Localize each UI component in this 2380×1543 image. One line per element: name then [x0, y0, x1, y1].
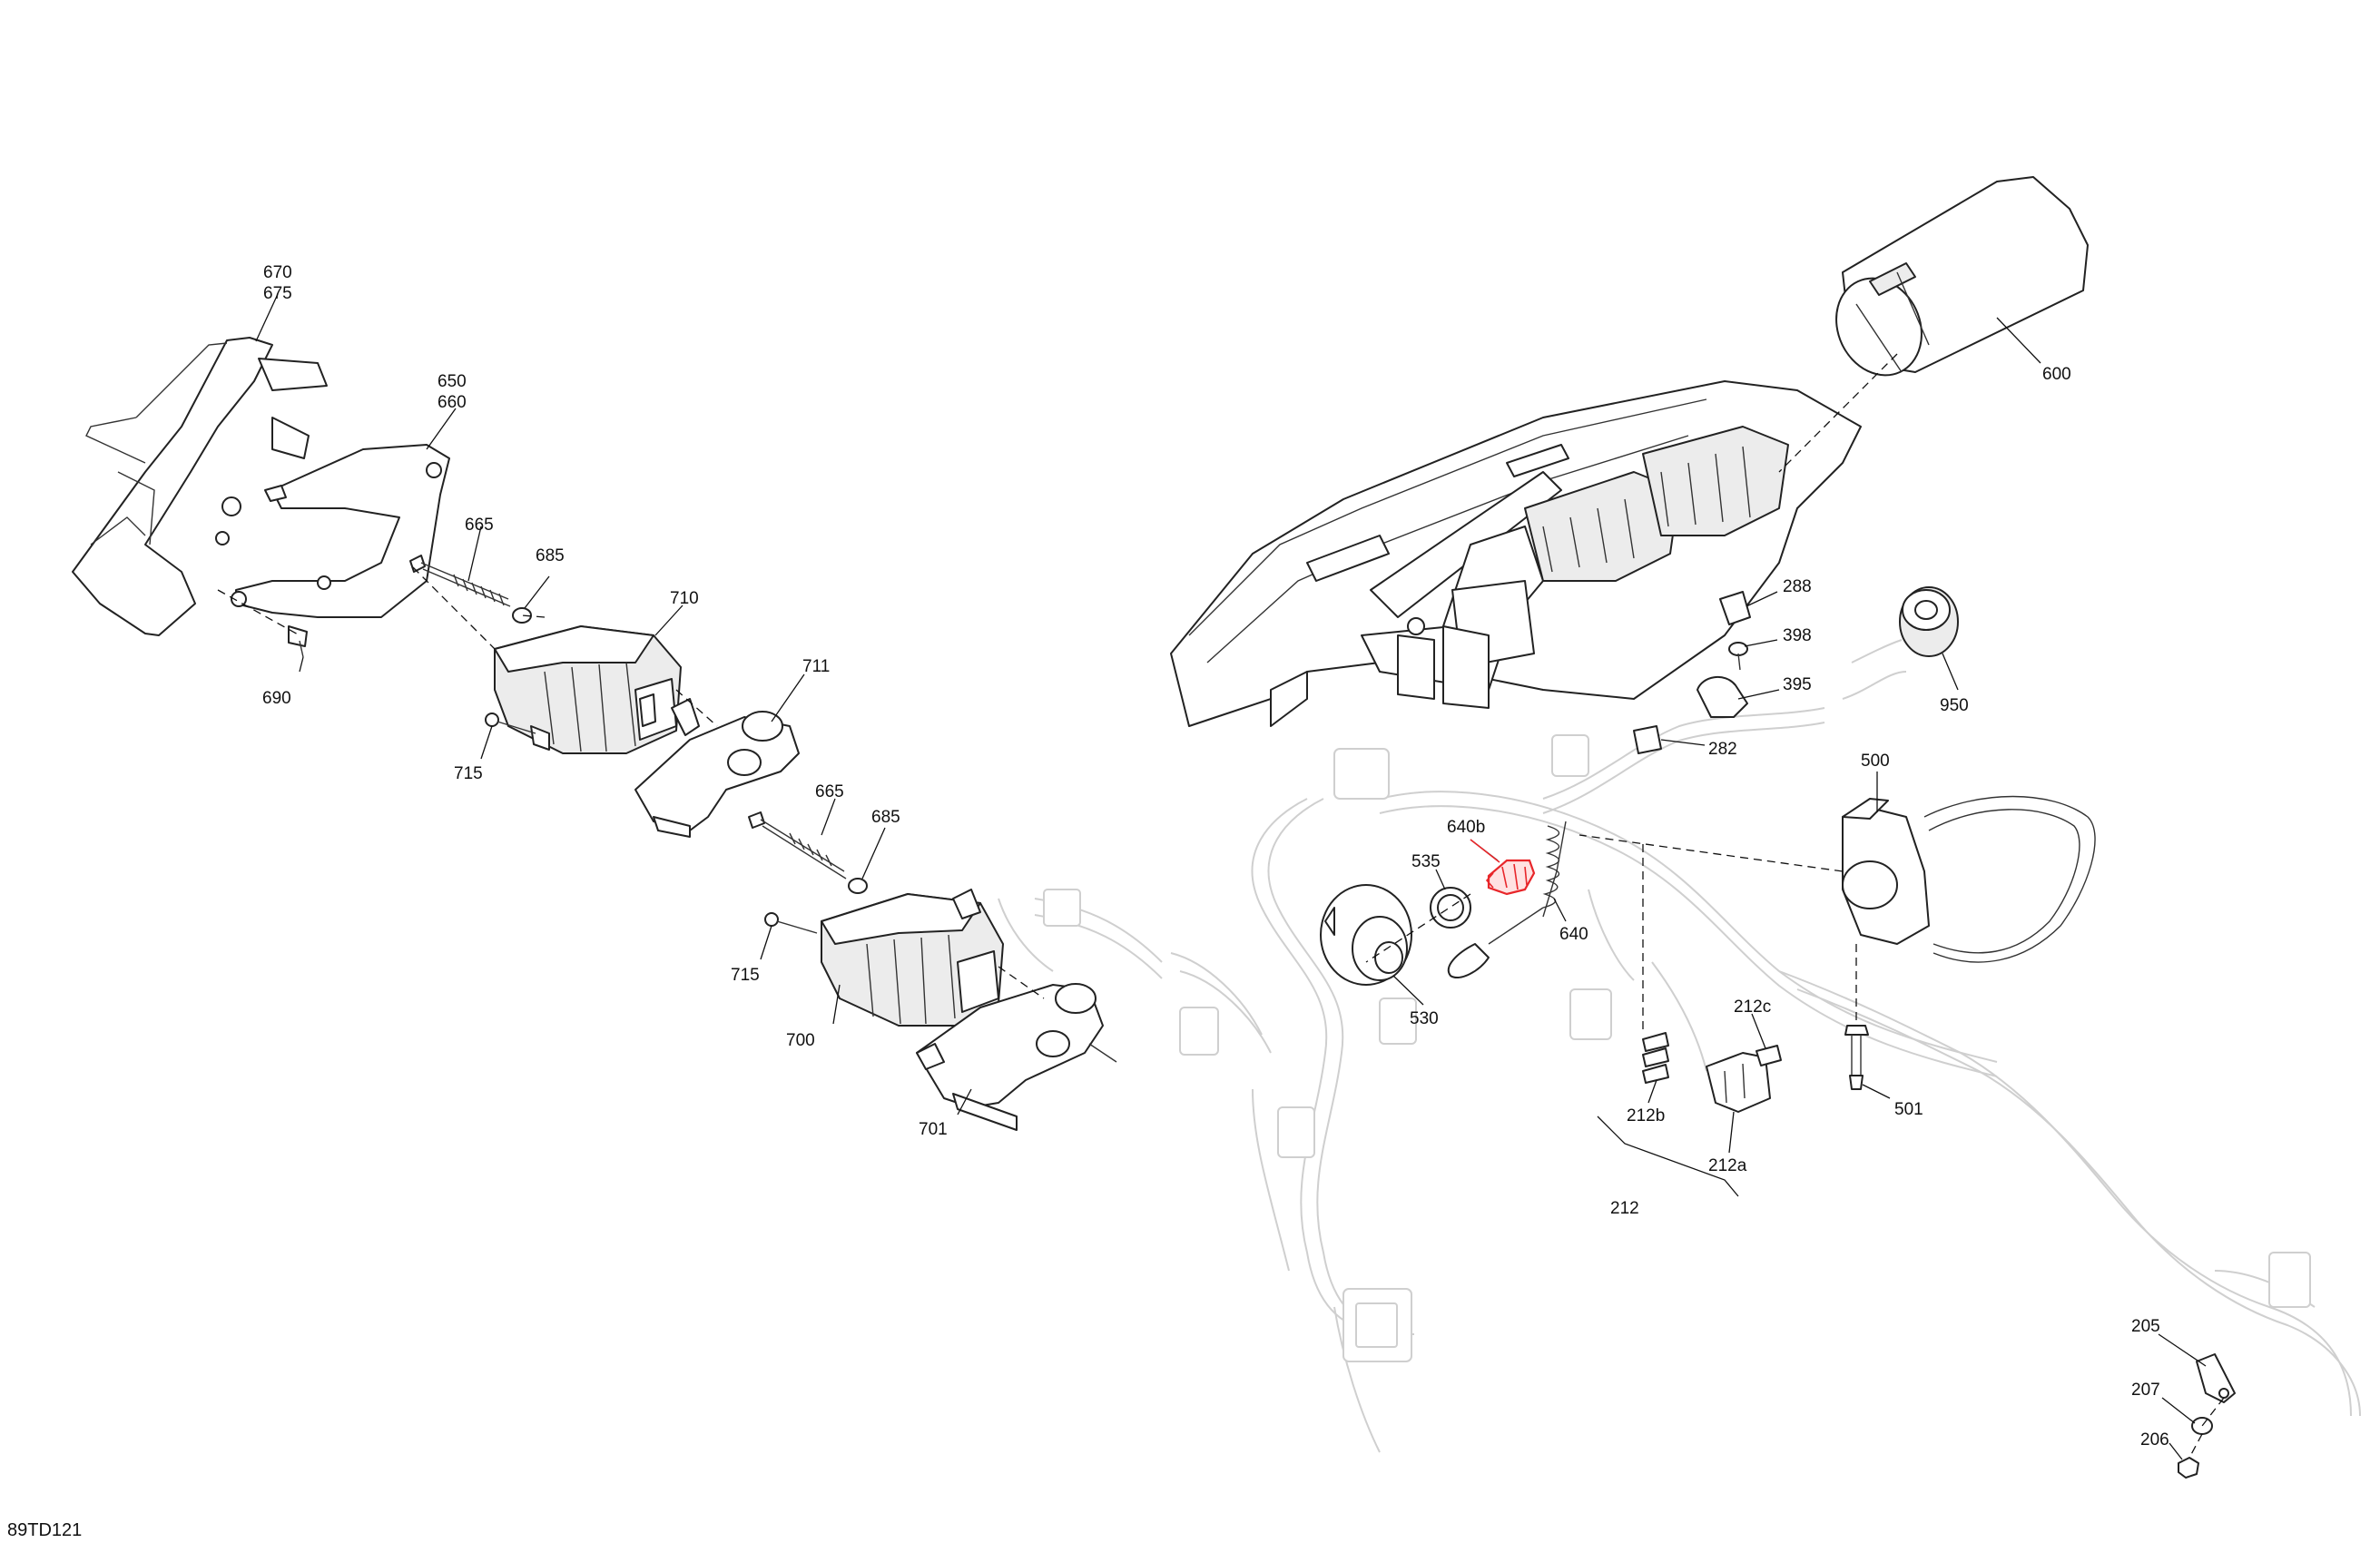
label-395: 395 [1783, 675, 1812, 694]
diagram-reference-code: 89TD121 [7, 1520, 82, 1540]
part-685-washer-upper [512, 607, 532, 624]
label-715-lower: 715 [731, 966, 760, 985]
label-685-lower: 685 [871, 808, 900, 827]
label-650: 650 [438, 372, 467, 391]
label-665-upper: 665 [465, 516, 494, 535]
label-212a: 212a [1708, 1156, 1747, 1175]
part-665-bolt-lower [748, 811, 847, 880]
part-701-holder [916, 983, 1117, 1131]
label-710: 710 [670, 589, 699, 608]
label-530: 530 [1410, 1009, 1439, 1028]
part-395-clamp [1696, 676, 1748, 718]
part-640-tether [1448, 821, 1567, 978]
label-701: 701 [919, 1120, 948, 1139]
label-665-lower: 665 [815, 782, 844, 801]
wiring-harness-ghost [998, 671, 2361, 1453]
part-212a-housing [1706, 1052, 1771, 1113]
label-206: 206 [2140, 1430, 2169, 1450]
label-700: 700 [786, 1031, 815, 1050]
label-660: 660 [438, 393, 467, 412]
part-212b-terminals [1642, 1032, 1669, 1084]
part-640b-key [1485, 859, 1536, 896]
label-640: 640 [1559, 925, 1588, 944]
label-640b: 640b [1447, 818, 1485, 837]
part-206-nut [2178, 1457, 2199, 1479]
part-398-screw [1728, 642, 1748, 671]
part-670-cover [72, 337, 328, 636]
part-501-screw [1844, 1025, 1869, 1090]
part-950-socket [1851, 586, 1959, 663]
label-501: 501 [1894, 1100, 1923, 1119]
label-535: 535 [1411, 852, 1441, 871]
part-530-knob [1320, 884, 1412, 986]
label-212: 212 [1610, 1199, 1639, 1218]
part-600-cap [1835, 176, 2089, 377]
label-205: 205 [2131, 1317, 2160, 1336]
label-670: 670 [263, 263, 292, 282]
label-950: 950 [1940, 696, 1969, 715]
label-600: 600 [2042, 365, 2071, 384]
part-console-assembly [1170, 380, 1862, 727]
label-685-upper: 685 [536, 546, 565, 565]
part-288-clip [1719, 591, 1751, 625]
label-212c: 212c [1734, 998, 1771, 1017]
label-715-upper: 715 [454, 764, 483, 783]
label-690: 690 [262, 689, 291, 708]
part-500-switch [1842, 795, 2096, 963]
label-711: 711 [802, 657, 830, 676]
part-205-bracket [2196, 1353, 2236, 1403]
part-685-washer-lower [848, 878, 868, 894]
part-715-screw-upper [485, 713, 536, 734]
part-207-washer [2191, 1417, 2213, 1435]
part-535-ring [1430, 887, 1471, 929]
part-282-clip [1633, 725, 1662, 754]
label-675: 675 [263, 284, 292, 303]
part-710-module [494, 625, 682, 754]
part-labels: 670 675 650 660 665 685 710 690 711 715 … [7, 263, 2169, 1540]
part-715-screw-lower [764, 912, 818, 934]
label-398: 398 [1783, 626, 1812, 645]
label-212b: 212b [1627, 1106, 1665, 1125]
label-500: 500 [1861, 752, 1890, 771]
part-700-module [821, 889, 1004, 1027]
part-212c-lock [1755, 1045, 1782, 1066]
part-650-bracket [231, 444, 450, 618]
label-282: 282 [1708, 740, 1737, 759]
label-288: 288 [1783, 577, 1812, 596]
label-207: 207 [2131, 1381, 2160, 1400]
part-711-holder [634, 698, 800, 838]
leader-lines [217, 293, 2225, 1460]
